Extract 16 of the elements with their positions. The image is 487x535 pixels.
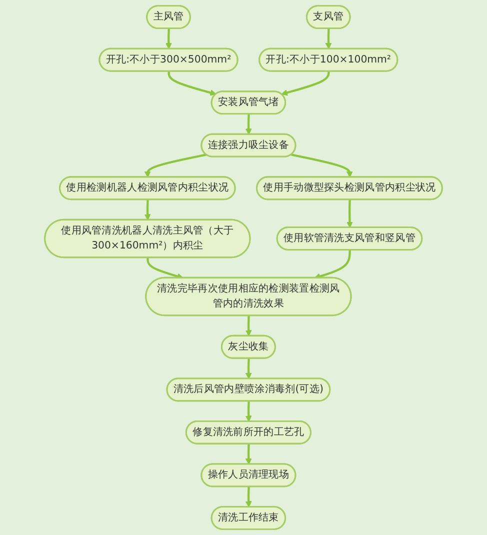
arrow bbox=[168, 71, 216, 96]
arrow bbox=[291, 154, 353, 178]
arrow bbox=[245, 486, 252, 508]
arrow bbox=[245, 401, 252, 422]
arrow bbox=[346, 200, 353, 228]
arrow bbox=[314, 250, 351, 280]
arrow bbox=[245, 316, 252, 336]
arrow bbox=[245, 114, 252, 135]
arrow bbox=[245, 444, 252, 465]
arrow bbox=[245, 358, 252, 380]
arrow bbox=[325, 28, 332, 50]
arrow bbox=[165, 28, 172, 50]
arrow bbox=[144, 154, 206, 178]
arrow bbox=[281, 71, 330, 96]
arrow bbox=[146, 258, 184, 280]
arrow bbox=[144, 200, 151, 220]
